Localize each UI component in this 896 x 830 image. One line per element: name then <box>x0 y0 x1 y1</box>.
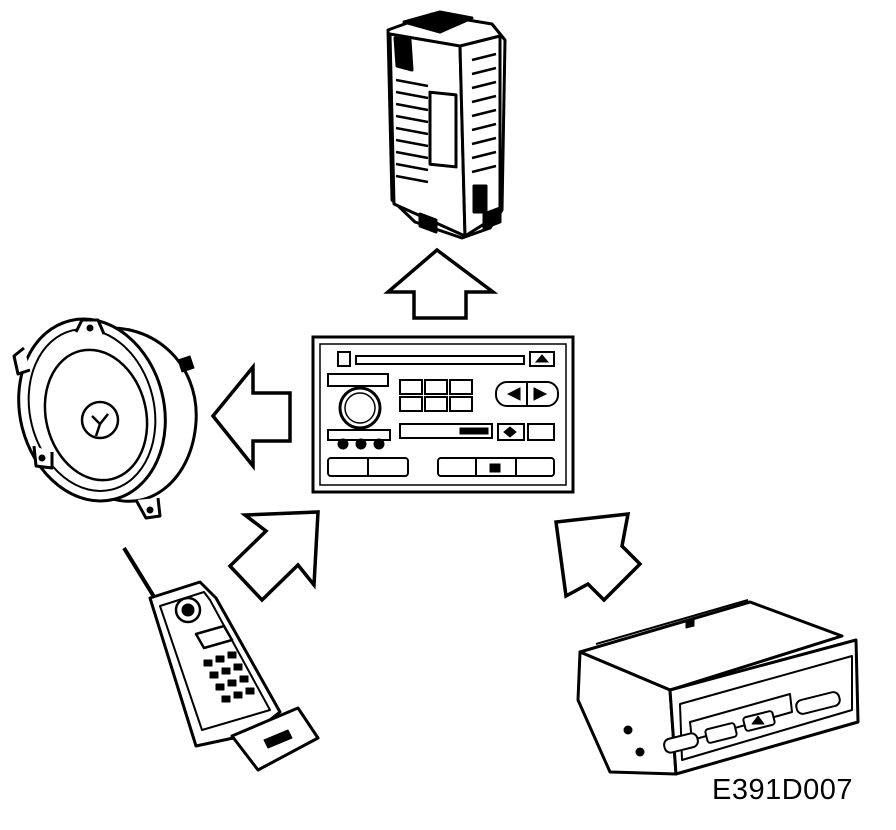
arrow-from-phone <box>227 510 320 603</box>
car-radio-head-unit-icon <box>311 335 575 494</box>
arrow-from-cd-changer <box>554 511 643 603</box>
loudspeaker-icon <box>12 317 198 520</box>
amplifier-module-icon <box>386 10 507 240</box>
arrow-left-to-speaker <box>210 362 292 471</box>
mobile-phone-icon <box>122 546 320 772</box>
figure-reference-code: E391D007 <box>712 774 854 806</box>
cd-changer-icon <box>576 599 860 776</box>
arrow-up-to-amplifier <box>383 247 499 320</box>
